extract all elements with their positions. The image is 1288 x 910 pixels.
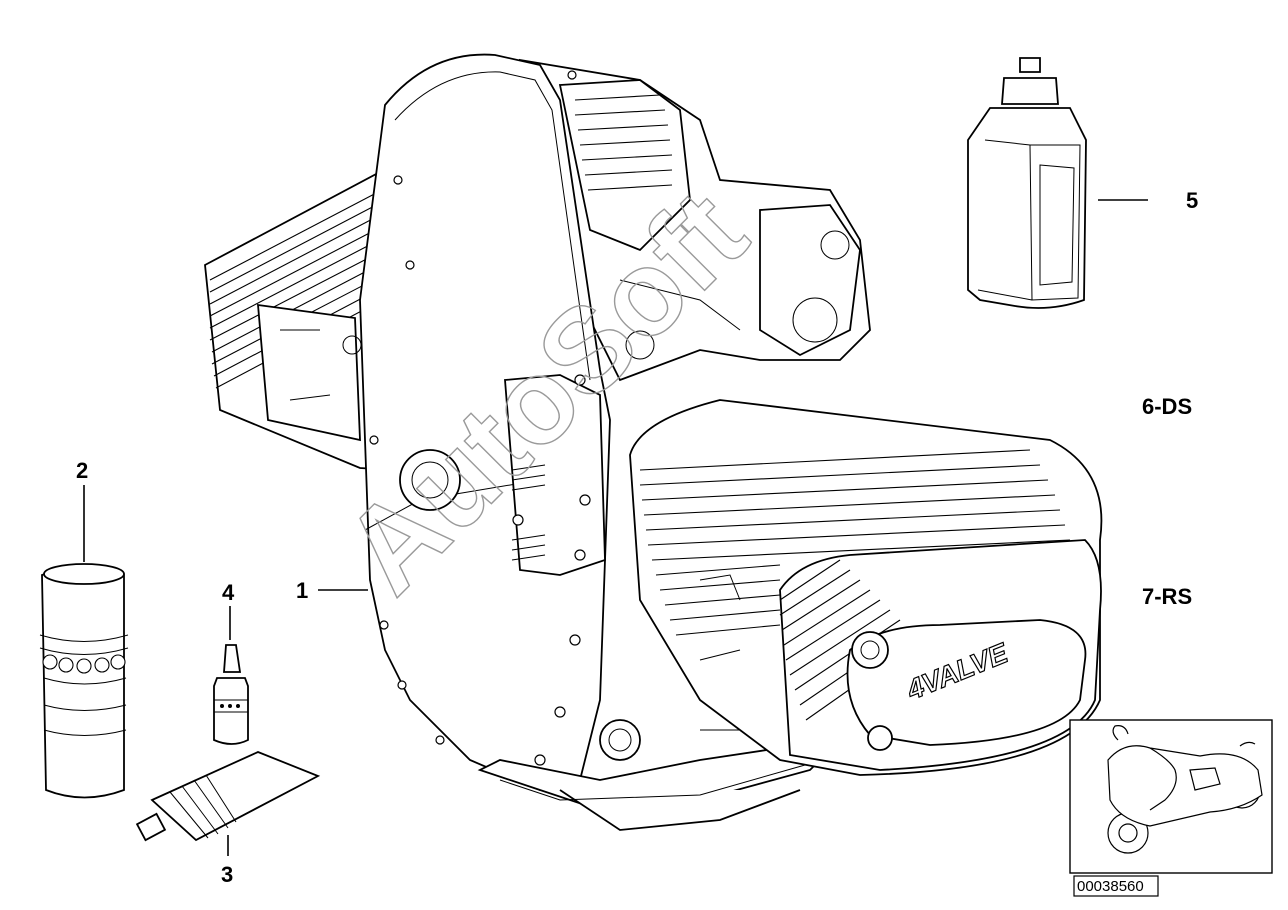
crankcase: [518, 58, 871, 382]
item-2-spray-can[interactable]: [39, 485, 129, 799]
callout-3-label[interactable]: 3: [221, 862, 233, 887]
left-cylinder: [204, 170, 393, 471]
item-4-adhesive-bottle[interactable]: [213, 606, 249, 745]
engine-assembly[interactable]: 4VALVE: [204, 53, 1103, 831]
right-cylinder: 4VALVE: [629, 399, 1103, 776]
callout-5-label[interactable]: 5: [1186, 188, 1198, 213]
callout-1-label[interactable]: 1: [296, 578, 308, 603]
callout-4-label[interactable]: 4: [222, 580, 235, 605]
oil-sump: [477, 729, 822, 831]
model-thumbnail[interactable]: 00038560: [1069, 719, 1273, 897]
callout-2-label[interactable]: 2: [76, 458, 88, 483]
variant-7-label[interactable]: 7-RS: [1142, 584, 1192, 609]
variant-6-label[interactable]: 6-DS: [1142, 394, 1192, 419]
item-3-tube[interactable]: [135, 751, 321, 856]
motorcycle-icon: [1107, 725, 1263, 854]
diagram-code: 00038560: [1077, 878, 1144, 895]
diagram-code-box: [1073, 875, 1159, 897]
timing-cover: [359, 53, 641, 791]
item-5-oil-bottle[interactable]: [967, 57, 1148, 309]
